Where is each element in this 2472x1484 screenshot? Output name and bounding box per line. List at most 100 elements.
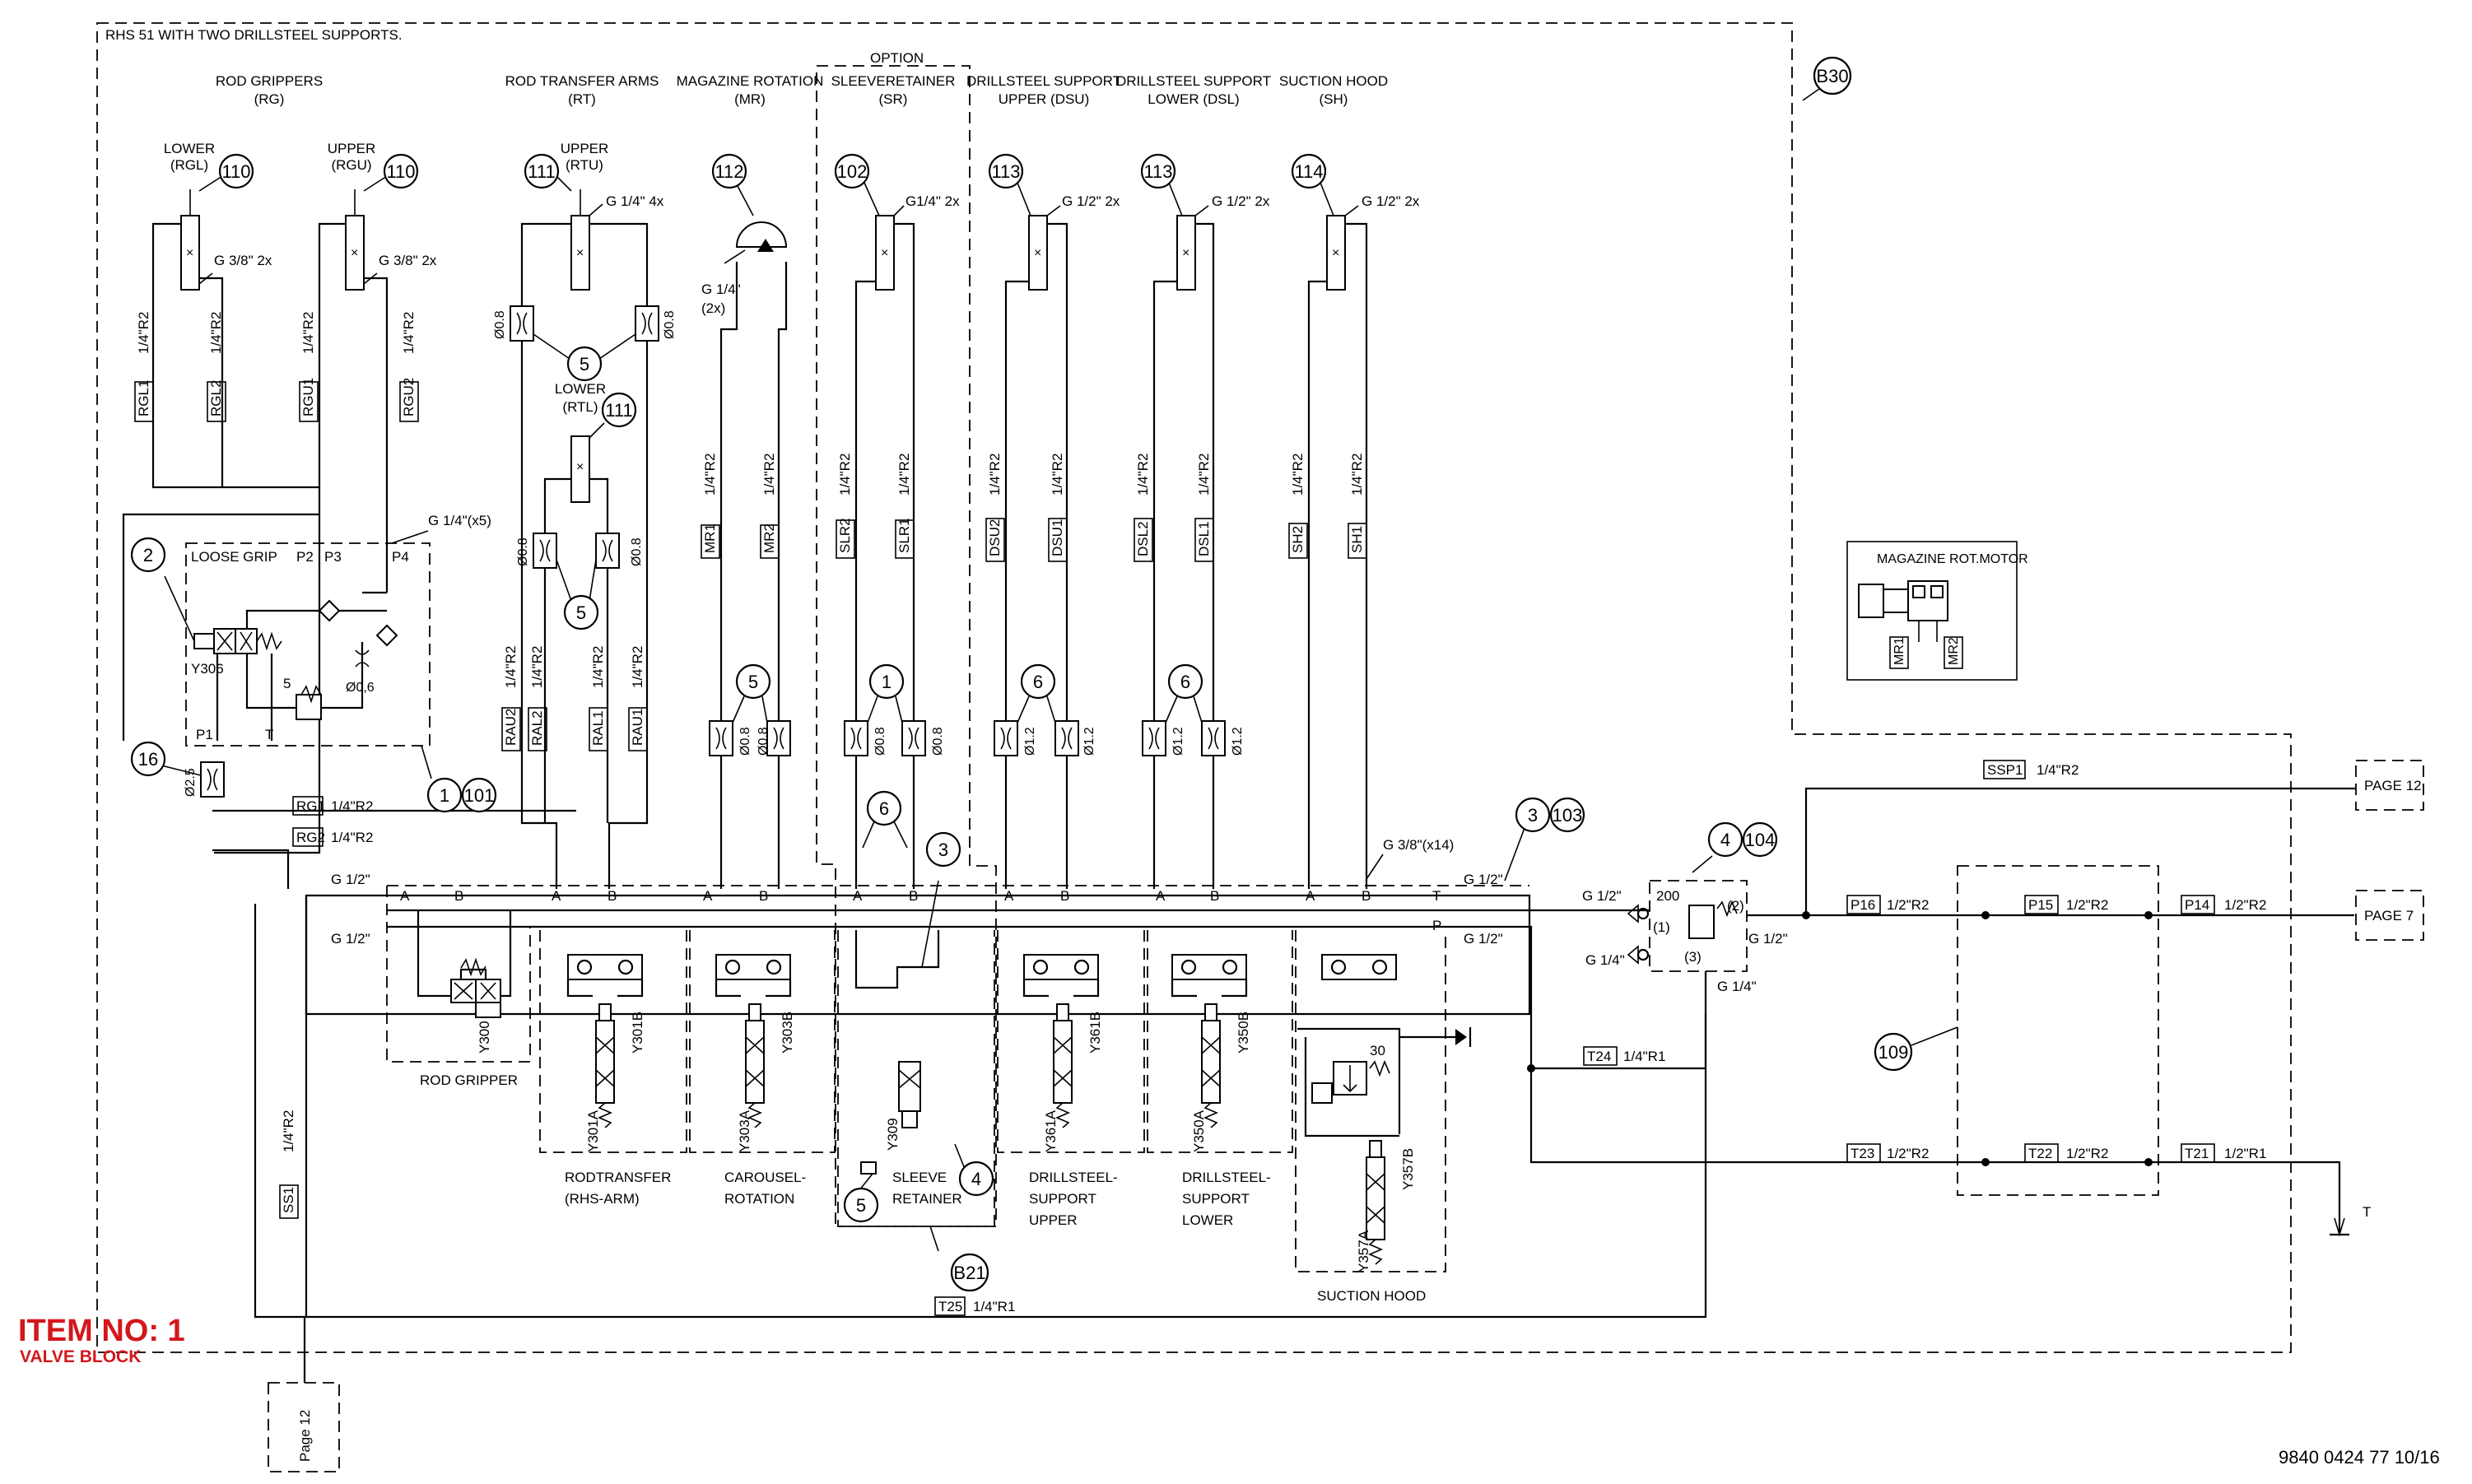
frame-title: RHS 51 WITH TWO DRILLSTEEL SUPPORTS.	[105, 27, 403, 43]
svg-text:103: 103	[1553, 805, 1583, 826]
svg-text:3: 3	[1528, 805, 1538, 826]
svg-text:1/4"R2: 1/4"R2	[281, 1110, 296, 1152]
svg-text:Ø2.5: Ø2.5	[184, 768, 198, 797]
svg-text:1/4"R2: 1/4"R2	[136, 312, 151, 354]
svg-text:DSL1: DSL1	[1196, 521, 1212, 556]
outer-frame	[96, 22, 2292, 1353]
cylinder-sr: 102 × G1/4" 2x	[834, 153, 960, 291]
item-balloon	[383, 153, 419, 189]
hose-tags: RGL1 1/4"R2 RGL2 1/4"R2 RGU1 1/4"R2 RGU2…	[134, 312, 1367, 1219]
relief-valve-block: 200 (1) (2) (3) G 1/2" G 1/4" G 1/2" G 1…	[1582, 821, 1788, 994]
item-balloon	[711, 153, 747, 189]
cylinder-code: (RGU)	[331, 157, 371, 173]
svg-text:1/4"R2: 1/4"R2	[837, 454, 853, 495]
item-balloon	[834, 153, 870, 189]
svg-text:G 1/2": G 1/2"	[1464, 931, 1503, 947]
svg-text:A: A	[1306, 888, 1315, 904]
svg-text:4: 4	[971, 1169, 981, 1189]
group-title-dsu: DRILLSTEEL SUPPORT	[966, 73, 1121, 89]
svg-text:P2: P2	[296, 549, 314, 565]
svg-text:DRILLSTEEL-: DRILLSTEEL-	[1029, 1170, 1118, 1185]
cylinder-name: UPPER	[328, 141, 376, 156]
svg-text:Ø0.8: Ø0.8	[516, 537, 530, 566]
svg-text:1: 1	[882, 672, 892, 692]
hose-tags-horizontal: RG1 1/4"R2 RG2 1/4"R2 T25 1/4"R1 SSP1 1/…	[292, 760, 2266, 1316]
cylinder-port: G 1/2" 2x	[1212, 193, 1270, 209]
svg-text:(3): (3)	[1684, 949, 1702, 965]
svg-text:×: ×	[576, 460, 584, 474]
svg-text:MAGAZINE ROT.MOTOR: MAGAZINE ROT.MOTOR	[1877, 552, 2028, 566]
svg-text:CAROUSEL-: CAROUSEL-	[724, 1170, 806, 1185]
document-number: 9840 0424 77 10/16	[2279, 1447, 2440, 1468]
svg-text:G 1/4": G 1/4"	[1585, 952, 1625, 968]
svg-text:RAU1: RAU1	[630, 709, 645, 746]
svg-text:109: 109	[1878, 1042, 1909, 1063]
svg-text:LOWER: LOWER	[1182, 1212, 1233, 1228]
svg-text:B30: B30	[1816, 66, 1848, 86]
svg-text:Y357B: Y357B	[1400, 1148, 1416, 1190]
svg-text:G 1/2": G 1/2"	[331, 872, 370, 887]
svg-text:1/4"R1: 1/4"R1	[1623, 1049, 1665, 1064]
loose-grip-title: LOOSE GRIP	[191, 549, 277, 565]
group-code-rg: (RG)	[254, 91, 285, 107]
svg-text:SUCTION HOOD: SUCTION HOOD	[1317, 1288, 1426, 1304]
page-ref-page12-top[interactable]: PAGE 12	[2355, 760, 2424, 811]
svg-text:MR2: MR2	[761, 523, 777, 553]
page-ref-page12-bottom[interactable]: Page 12	[268, 1382, 340, 1472]
svg-text:G 1/2": G 1/2"	[1464, 872, 1503, 887]
svg-text:Ø1.2: Ø1.2	[1171, 727, 1185, 756]
cylinder-dsl: 113 × G 1/2" 2x	[1140, 153, 1270, 291]
cylinder-rgu: UPPER (RGU) × G 3/8" 2x 110	[328, 141, 437, 291]
svg-text:UPPER: UPPER	[1029, 1212, 1078, 1228]
manifold-109: 109	[1874, 865, 2159, 1196]
cylinder-name: LOWER	[555, 381, 606, 397]
svg-text:×: ×	[1182, 246, 1189, 260]
svg-text:T: T	[265, 727, 273, 742]
svg-text:Page 12: Page 12	[297, 1410, 313, 1462]
item-number: 111	[605, 400, 632, 421]
tank-label: T	[2363, 1204, 2371, 1220]
svg-text:A: A	[1156, 888, 1166, 904]
svg-text:Ø0.8: Ø0.8	[630, 537, 644, 566]
svg-text:SLR1: SLR1	[896, 518, 912, 553]
svg-text:T21: T21	[2185, 1146, 2209, 1161]
svg-text:P: P	[1432, 918, 1441, 933]
svg-text:1/4"R2: 1/4"R2	[208, 312, 224, 354]
page-ref-page7[interactable]: PAGE 7	[2355, 890, 2424, 941]
svg-text:MR1: MR1	[1892, 637, 1906, 665]
svg-text:P16: P16	[1851, 897, 1875, 913]
svg-text:1/2"R2: 1/2"R2	[2066, 1146, 2108, 1161]
item-number: 113	[1143, 161, 1172, 182]
item-number-title: ITEM NO: 1	[18, 1314, 185, 1348]
svg-text:ROD GRIPPER: ROD GRIPPER	[420, 1072, 518, 1088]
motor-port: G 1/4"	[701, 281, 741, 297]
svg-text:101: 101	[464, 785, 495, 806]
svg-text:Y361B: Y361B	[1087, 1012, 1103, 1054]
right-lines: T	[1527, 787, 2371, 1237]
svg-text:1/4"R2: 1/4"R2	[1050, 454, 1065, 495]
svg-text:Y306: Y306	[191, 661, 224, 677]
item-balloon	[524, 153, 560, 189]
svg-text:5: 5	[748, 672, 758, 692]
cylinder-rgl: LOWER (RGL) × G 3/8" 2x 110	[164, 141, 272, 291]
svg-text:Y350B: Y350B	[1236, 1012, 1251, 1054]
svg-text:DRILLSTEEL-: DRILLSTEEL-	[1182, 1170, 1271, 1185]
cylinder-name: LOWER	[164, 141, 215, 156]
svg-text:1/4"R2: 1/4"R2	[1349, 454, 1365, 495]
svg-text:1/4"R2: 1/4"R2	[896, 454, 912, 495]
item-balloon	[1291, 153, 1327, 189]
svg-text:1: 1	[440, 785, 449, 806]
balloon-b30: B30	[1802, 56, 1852, 101]
valve-section-dsl: Y350A Y350B DRILLSTEEL- SUPPORT LOWER	[1171, 954, 1271, 1228]
svg-text:1/4"R2: 1/4"R2	[300, 312, 316, 354]
group-headings: ROD GRIPPERS (RG) ROD TRANSFER ARMS (RT)…	[216, 73, 1388, 107]
svg-text:G 3/8"(x14): G 3/8"(x14)	[1383, 837, 1454, 853]
svg-text:Y301B: Y301B	[630, 1012, 645, 1054]
svg-text:P3: P3	[324, 549, 342, 565]
option-frame	[816, 65, 997, 1227]
group-title-mr: MAGAZINE ROTATION	[677, 73, 824, 89]
svg-text:DSU1: DSU1	[1050, 519, 1065, 556]
svg-text:P14: P14	[2185, 897, 2209, 913]
cylinder-port: G 1/4" 4x	[606, 193, 664, 209]
